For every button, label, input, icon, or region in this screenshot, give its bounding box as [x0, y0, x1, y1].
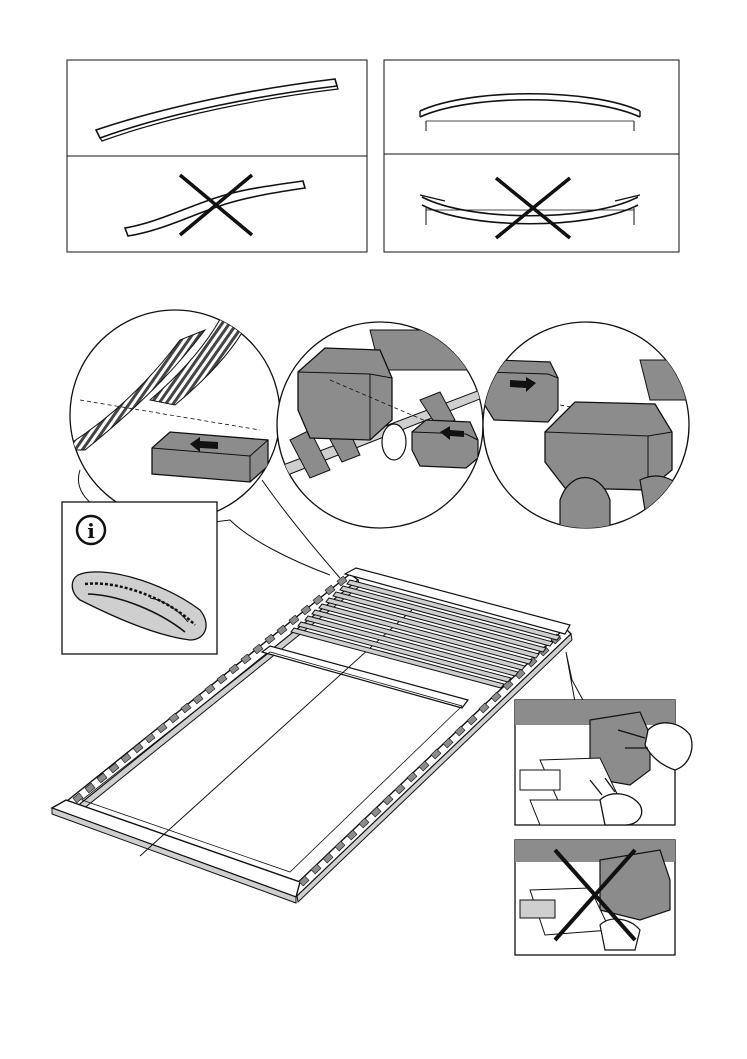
slat-holder-block	[152, 432, 268, 482]
incorrect-hand-press-panel	[515, 840, 675, 955]
frame-orientation-panel	[384, 60, 679, 252]
slat-orientation-panel	[67, 60, 367, 252]
small-holder-block	[412, 420, 478, 468]
incorrect-slat-icon	[125, 181, 305, 236]
slat-holder-insert-detail-circle	[270, 322, 490, 528]
small-holder-block	[484, 360, 558, 422]
correct-hand-press-panel	[515, 700, 692, 825]
info-icon: i	[77, 516, 105, 544]
slat-holder-push-detail-circle	[483, 322, 690, 540]
cross-icon	[496, 178, 570, 238]
svg-text:i: i	[87, 519, 95, 543]
info-box: i	[62, 502, 217, 654]
slat-holder-block	[298, 348, 392, 440]
cross-icon	[180, 175, 252, 235]
correct-slat-icon	[96, 79, 338, 141]
slat-end-detail-circle	[60, 310, 280, 520]
correct-frame-icon	[420, 94, 640, 131]
